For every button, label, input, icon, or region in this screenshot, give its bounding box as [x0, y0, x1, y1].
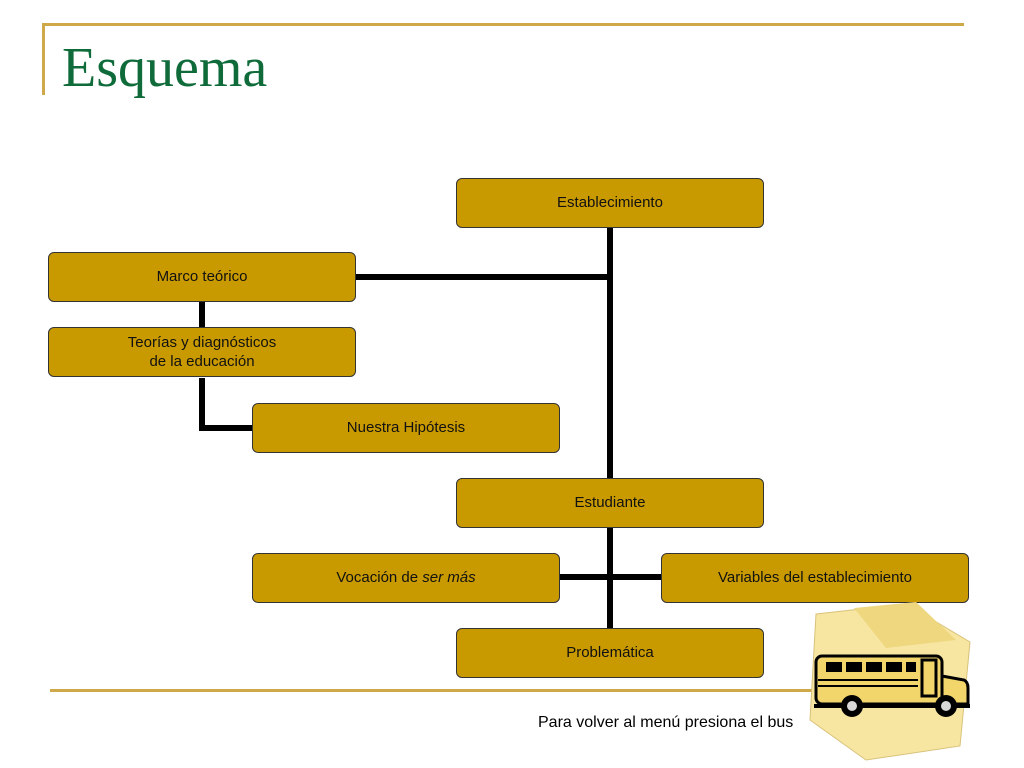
node-variables: Variables del establecimiento: [661, 553, 969, 603]
bottom-rule: [50, 689, 960, 692]
slide-title: Esquema: [62, 37, 268, 99]
node-teorias: Teorías y diagnósticos de la educación: [48, 327, 356, 377]
node-marco-teorico: Marco teórico: [48, 252, 356, 302]
left-rule: [42, 23, 45, 95]
node-teorias-line2: de la educación: [149, 353, 255, 370]
node-estudiante: Estudiante: [456, 478, 764, 528]
bus-icon[interactable]: [806, 600, 974, 762]
node-vocacion-prefix: Vocación de: [336, 569, 423, 587]
node-establecimiento: Establecimiento: [456, 178, 764, 228]
node-vocacion-emphasis: ser más: [422, 569, 476, 587]
node-hipotesis: Nuestra Hipótesis: [252, 403, 560, 453]
node-teorias-line1: Teorías y diagnósticos: [127, 333, 277, 351]
footer-instruction: Para volver al menú presiona el bus: [538, 714, 794, 731]
top-rule: [44, 23, 964, 26]
node-problematica: Problemática: [456, 628, 764, 678]
node-vocacion: Vocación de ser más: [252, 553, 560, 603]
